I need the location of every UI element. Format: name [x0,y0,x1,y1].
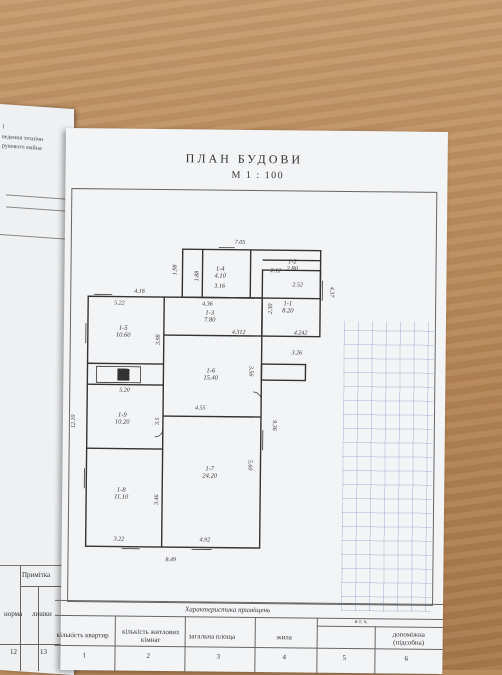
dimension-label: 4.55 [195,405,206,411]
room-area: 10.20 [115,419,130,426]
left-table-col: лишки [32,610,52,618]
inner-wall [87,448,163,449]
room-id: 1-2 [288,258,297,265]
inner-wall [87,384,163,385]
dimension-label: 2.30 [268,304,274,315]
left-table-num: 13 [40,648,47,656]
inner-wall [162,297,165,547]
left-table-col: норма [4,610,22,618]
dimension-label: 3.26 [292,350,303,356]
form-line [0,234,74,240]
inner-wall [164,335,262,336]
room-area: 8.20 [282,307,293,314]
table-header: кількість житлових кімнат [119,628,183,645]
divider [20,566,21,671]
dimension-label: 1.88 [194,271,200,282]
table-header: кількість квартир [57,631,109,640]
dimension-label: 3.98 [156,334,162,345]
inner-wall [250,250,251,298]
room-area: 24.20 [202,472,217,479]
table-number: 6 [404,655,408,663]
inner-wall [88,363,164,364]
divider [114,616,116,672]
dimension-label: 4.312 [232,330,246,336]
table-header: жила [277,633,292,641]
left-table-num: 12 [10,648,17,656]
divider [20,586,66,587]
room-area: 11.10 [114,494,128,501]
dimension-label: 5.22 [114,301,125,307]
dimension-label: 1.98 [172,265,178,276]
dimension-label: 3.5 [155,417,161,425]
door-swing [155,429,163,437]
divider [254,617,256,673]
dimension-label: 4.37 [328,287,334,298]
divider [55,615,443,620]
dimension-label: 3.56 [247,366,253,377]
table-number: 4 [282,653,286,661]
table-header: загальна площа [189,632,236,640]
dimension-label: 5.60 [246,460,252,471]
room-area: 15.40 [203,374,218,381]
divider [317,626,443,628]
dimension-label: 5.20 [119,388,130,394]
table-number: 2 [146,652,150,660]
dimension-label: 2.12 [270,268,281,274]
divider [374,626,376,674]
dimension-label: 4.16 [134,289,145,295]
room-area: 10.60 [116,332,131,339]
inner-wall [202,249,203,297]
stove [117,369,129,381]
table-number: 5 [342,654,346,662]
dimension-label: 4.242 [294,330,308,336]
left-page-line: 1 [2,124,5,130]
form-line [6,194,66,199]
room-area: 7.80 [204,316,215,323]
form-line [6,206,66,211]
door-swing [253,392,261,400]
room-area: 4.10 [214,273,225,280]
table-subheader: в т. ч. [355,619,368,625]
table-caption: Характеристика приміщень [185,605,270,614]
floor-plan [61,128,448,604]
document-page: ПЛАН БУДОВИ М 1 : 100 [60,128,448,674]
divider [38,586,39,671]
dimension-label: 2.52 [292,282,303,288]
table-header: допоміжна (підсобна) [379,630,439,647]
dimension-label: 4.92 [200,537,211,543]
dimension-label: 12.10 [71,415,77,429]
table-number: 3 [216,653,220,661]
dimension-label: 8.49 [165,557,176,563]
table-number: 1 [82,651,86,659]
inner-wall [163,416,261,417]
dimension-label: 3.46 [154,494,160,505]
dimension-label: 3.16 [214,284,225,290]
left-table-header: Примітка [22,571,50,579]
divider [184,616,186,672]
dimension-label: 4.36 [202,301,213,307]
porch [261,364,305,380]
dimension-label: 9.36 [271,420,277,431]
left-page-line: рукового майна [2,143,42,152]
characteristics-table: Характеристика приміщень в т. ч. кількіс… [54,600,443,675]
dimension-label: 3.22 [114,537,125,543]
dimension-label: 7.05 [235,240,246,246]
left-page-line: ведення технічн [2,134,43,143]
room-area: 2.80 [287,265,298,272]
